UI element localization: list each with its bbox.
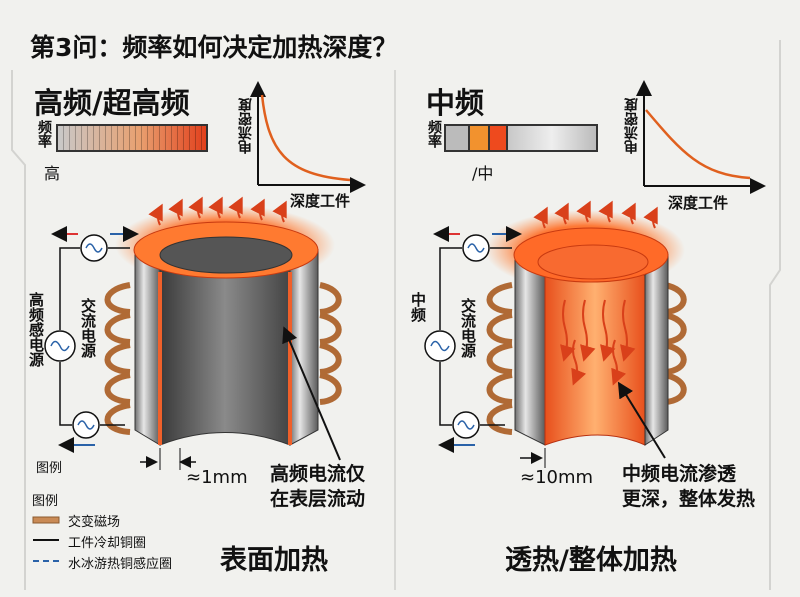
left-source-label: 高频感电源 bbox=[27, 292, 45, 367]
right-depth: ≈10mm bbox=[520, 467, 594, 488]
legend-item: 水冰游热铜感应圈 bbox=[68, 557, 173, 572]
right-callout-line: 更深，整体发热 bbox=[622, 488, 756, 510]
left-circuit bbox=[44, 234, 130, 439]
left-callout-line: 高频电流仅 bbox=[270, 463, 366, 485]
legend-item: 交变磁场 bbox=[68, 515, 121, 530]
left-depth: ≈1mm bbox=[186, 467, 248, 488]
left-graph-xlabel: 深度工件 bbox=[290, 192, 351, 210]
right-caption: 透热/整体加热 bbox=[505, 545, 677, 576]
left-workpiece bbox=[104, 196, 342, 470]
right-ac-label: 交流电源 bbox=[459, 298, 477, 358]
legend-title: 图例 bbox=[32, 494, 59, 509]
left-heading: 高频/超高频 bbox=[34, 86, 190, 120]
right-density-graph bbox=[636, 80, 766, 194]
right-frequency-bar bbox=[444, 124, 598, 152]
legend-swatch-field bbox=[32, 516, 60, 524]
left-callout: 高频电流仅 在表层流动 bbox=[270, 462, 365, 512]
right-circuit bbox=[424, 234, 512, 439]
right-graph-ylabel: 电流密度 bbox=[624, 98, 640, 154]
right-callout: 中频电流渗透 更深，整体发热 bbox=[622, 462, 755, 512]
right-source-label: 中频 bbox=[409, 292, 427, 322]
right-freq-marker: /中 bbox=[472, 164, 494, 183]
legend-item: 工件冷却铜圈 bbox=[68, 536, 147, 551]
left-callout-line: 在表层流动 bbox=[270, 488, 366, 510]
left-density-graph bbox=[250, 81, 366, 193]
page-title: 第3问：频率如何决定加热深度？ bbox=[30, 33, 398, 62]
left-caption: 表面加热 bbox=[220, 545, 328, 576]
right-callout-line: 中频电流渗透 bbox=[622, 463, 737, 485]
left-freq-marker: 高 bbox=[44, 164, 61, 183]
left-ac-label: 交流电源 bbox=[79, 298, 97, 358]
left-legend-hint: 图例 bbox=[36, 461, 63, 476]
left-frequency-bar bbox=[56, 124, 208, 152]
right-graph-xlabel: 深度工件 bbox=[668, 194, 729, 212]
left-freq-label: 频率 bbox=[36, 120, 52, 148]
right-heading: 中频 bbox=[426, 86, 485, 120]
left-graph-ylabel: 电流密度 bbox=[238, 98, 254, 154]
right-freq-label: 频率 bbox=[426, 120, 442, 148]
right-workpiece bbox=[485, 200, 687, 468]
